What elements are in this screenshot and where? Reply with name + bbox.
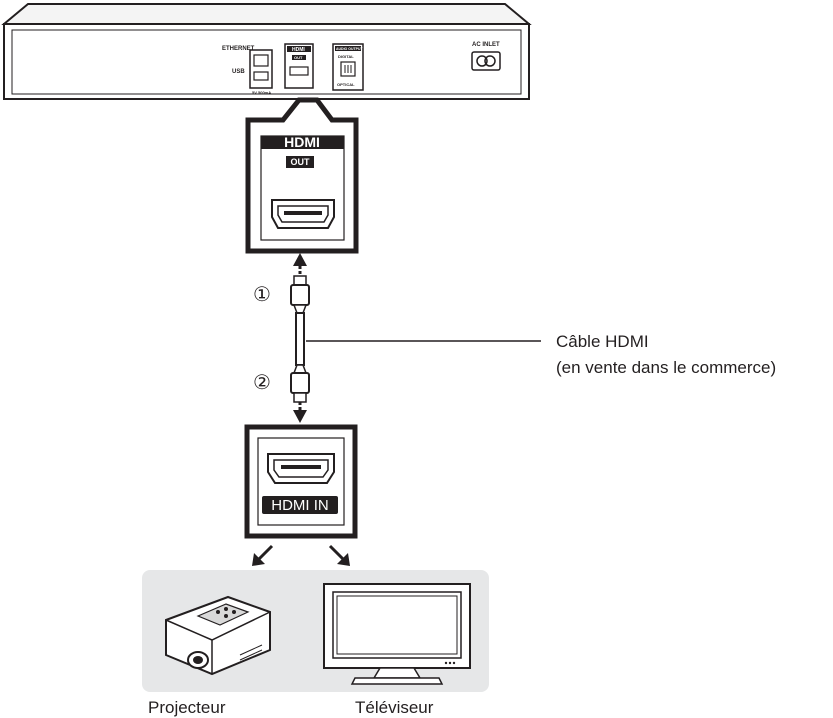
usb-power-label: 5V 500mA [252, 90, 271, 95]
arrow-to-tv-icon [328, 544, 346, 562]
step-2-marker: ② [253, 372, 271, 394]
arrow-up-icon [293, 253, 307, 266]
cable-label-line2: (en vente dans le commerce) [556, 358, 776, 377]
devices-panel [142, 570, 489, 692]
digital-label: DIGITAL [338, 54, 354, 59]
hdmi-in-zoom-box: HDMI IN [244, 424, 358, 539]
ethernet-usb-ports: ETHERNET USB 5V 500mA [222, 46, 273, 95]
hdmi-out-port-small: HDMI OUT [284, 43, 314, 89]
zoom-out-label: OUT [291, 157, 311, 167]
hdmi-out-zoom-callout: HDMI OUT [245, 97, 359, 254]
ethernet-label: ETHERNET [222, 46, 255, 52]
hdmi-plug-top-icon [290, 275, 310, 314]
television-icon [323, 583, 471, 685]
arrow-to-projector-icon [256, 544, 274, 562]
step-1-marker: ① [253, 284, 271, 306]
blu-ray-player-rear: ETHERNET USB 5V 500mA HDMI OUT AUDIO OUT… [1, 3, 532, 100]
hdmi-small-label: HDMI [292, 47, 305, 53]
ethernet-port-icon [253, 54, 269, 67]
zoom-hdmi-label: HDMI [284, 134, 320, 150]
arrow-down-icon [293, 410, 307, 423]
tv-label: Téléviseur [355, 698, 434, 717]
projector-label: Projecteur [148, 698, 226, 717]
optical-label: OPTICAL [337, 82, 355, 87]
hdmi-out-small-label: OUT [294, 55, 303, 60]
ac-inlet-label: AC INLET [472, 42, 500, 48]
hdmi-port-small-icon [289, 66, 309, 76]
ac-inlet-icon [471, 51, 501, 71]
device-arrows [252, 544, 350, 566]
usb-label: USB [232, 69, 245, 75]
hdmi-cable: ① ② Câble HDMI (en vente dans le commerc… [253, 253, 776, 423]
cable-label-line1: Câble HDMI [556, 332, 649, 351]
ac-inlet: AC INLET [471, 42, 501, 71]
hdmi-in-port-icon [267, 453, 335, 484]
audio-output-ports: AUDIO OUTPUT DIGITAL OPTICAL [332, 43, 364, 91]
audio-output-label: AUDIO OUTPUT [336, 47, 364, 51]
projector-icon [165, 595, 271, 676]
hdmi-port-large-icon [271, 199, 335, 229]
hdmi-in-label: HDMI IN [271, 497, 329, 514]
usb-port-icon [253, 71, 269, 81]
hdmi-plug-bottom-icon [290, 364, 310, 403]
